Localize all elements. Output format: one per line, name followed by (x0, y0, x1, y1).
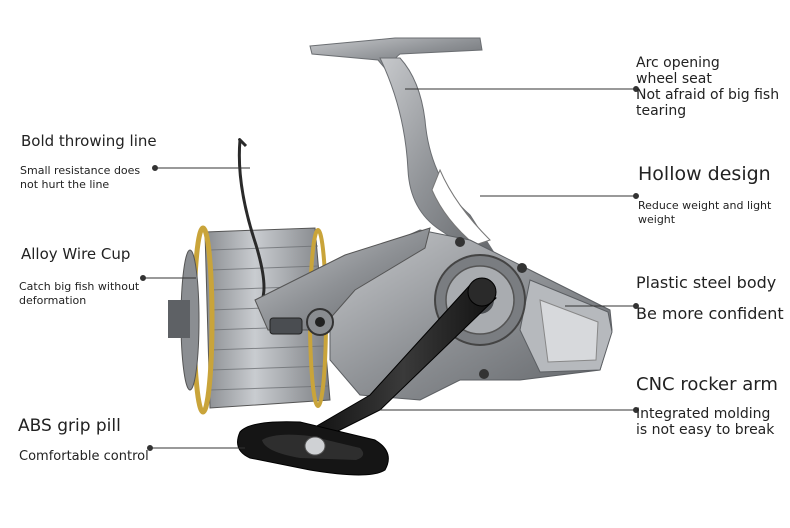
alloy-wire-cup-desc-2: deformation (19, 294, 87, 308)
bold-throwing-line-desc: Small resistance does not hurt the line (20, 164, 140, 193)
bold-throwing-line-desc-2: not hurt the line (20, 178, 110, 192)
arc-opening-line-4: tearing (636, 103, 687, 120)
bold-throwing-line-desc-1: Small resistance does (20, 164, 141, 177)
leader-dot (147, 445, 153, 451)
cnc-rocker-arm-title: CNC rocker arm (636, 374, 778, 395)
plastic-steel-body-title: Plastic steel body (636, 273, 777, 292)
plastic-steel-body-desc: Be more confident (636, 304, 784, 323)
leader-dot (633, 303, 639, 309)
cnc-rocker-arm-desc-2: is not easy to break (636, 422, 775, 439)
cnc-rocker-arm-desc-1: Integrated molding (636, 406, 771, 422)
arc-opening-line-1: Arc opening (636, 55, 720, 71)
abs-grip-pill-title: ABS grip pill (18, 416, 121, 436)
bold-throwing-line-title: Bold throwing line (21, 132, 157, 150)
hollow-design-desc-1: Reduce weight and light (638, 199, 772, 212)
alloy-wire-cup-desc-1: Catch big fish without (19, 280, 140, 293)
arc-opening-line-2: wheel seat (636, 71, 712, 88)
arc-opening-line-3: Not afraid of big fish (636, 87, 780, 104)
hollow-design-desc-2: weight (638, 213, 676, 227)
abs-grip-pill-desc: Comfortable control (19, 449, 149, 464)
alloy-wire-cup-title: Alloy Wire Cup (21, 245, 131, 263)
leader-dot (633, 86, 639, 92)
leader-dot (140, 275, 146, 281)
leader-dot (633, 407, 639, 413)
alloy-wire-cup-desc: Catch big fish without deformation (19, 280, 139, 309)
leader-dot (152, 165, 158, 171)
hollow-design-title: Hollow design (638, 163, 771, 185)
cnc-rocker-arm-desc: Integrated molding is not easy to break (636, 406, 774, 438)
arc-opening-label: Arc opening wheel seat Not afraid of big… (636, 55, 779, 119)
hollow-design-desc: Reduce weight and light weight (638, 199, 771, 228)
leader-dot (633, 193, 639, 199)
